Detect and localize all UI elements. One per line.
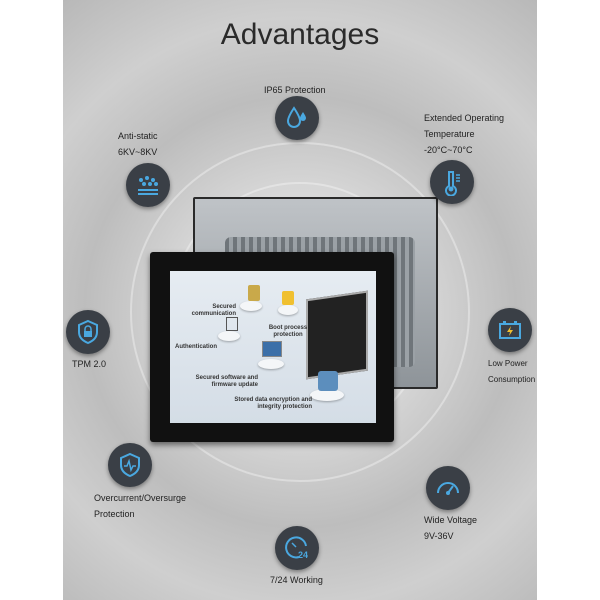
- screen-label: communication: [191, 311, 236, 317]
- surge-shield-icon: [108, 443, 152, 487]
- feature-overcurrent-label: Overcurrent/Oversurge: [94, 493, 187, 503]
- screen-label: Secured: [212, 304, 236, 310]
- feature-antistatic-value: 6KV~8KV: [118, 147, 158, 157]
- screen-label: Stored data encryption and: [234, 397, 312, 403]
- battery-icon: [488, 308, 532, 352]
- feature-lowpower-label-2: Consumption: [488, 375, 536, 384]
- clock-24-icon: 24: [275, 526, 319, 570]
- feature-overcurrent-label-2: Protection: [94, 509, 135, 519]
- gauge-icon: [426, 466, 470, 510]
- svg-text:24: 24: [298, 550, 308, 560]
- screen-label: integrity protection: [257, 404, 312, 410]
- thermometer-icon: [430, 160, 474, 204]
- water-drop-icon: [275, 96, 319, 140]
- static-particles-icon: [126, 163, 170, 207]
- feature-temperature-label-2: Temperature: [424, 129, 475, 139]
- screen-label: Secured software and: [195, 375, 258, 381]
- screen-label: Authentication: [175, 344, 217, 350]
- feature-working-label: 7/24 Working: [270, 575, 323, 585]
- feature-temperature-label: Extended Operating: [424, 113, 505, 123]
- feature-antistatic-label: Anti-static: [118, 131, 158, 141]
- feature-lowpower-label: Low Power: [488, 359, 528, 368]
- feature-temperature-value: -20°C~70°C: [424, 145, 473, 155]
- screen-label: Boot process: [268, 325, 308, 331]
- feature-tpm-label: TPM 2.0: [72, 359, 107, 369]
- screen-label: protection: [273, 332, 303, 338]
- page-title: Advantages: [220, 18, 380, 51]
- lock-shield-icon: [66, 310, 110, 354]
- feature-voltage-value: 9V-36V: [424, 531, 454, 541]
- screen-label: firmware update: [211, 382, 258, 388]
- feature-voltage-label: Wide Voltage: [424, 515, 478, 525]
- feature-ip65-label: IP65 Protection: [264, 85, 326, 95]
